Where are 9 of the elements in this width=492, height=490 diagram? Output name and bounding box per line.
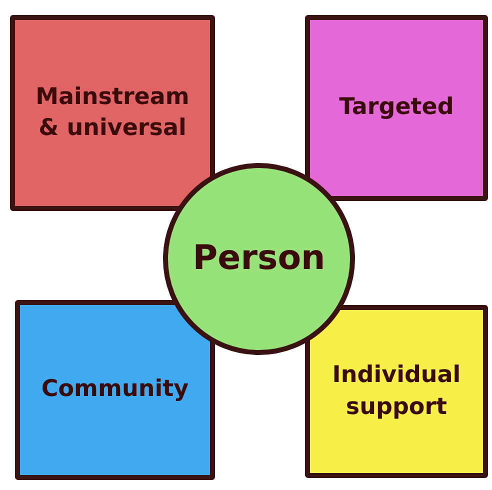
square-node bbox=[305, 15, 488, 201]
square-node bbox=[305, 305, 488, 478]
node-label: Targeted bbox=[339, 93, 454, 122]
node-label: Community bbox=[41, 375, 189, 404]
node-label: Mainstream & universal bbox=[34, 82, 190, 143]
square-node bbox=[10, 15, 215, 211]
square-node bbox=[15, 300, 215, 480]
node-label: Person bbox=[192, 237, 326, 280]
node-label: Individual support bbox=[331, 361, 462, 422]
